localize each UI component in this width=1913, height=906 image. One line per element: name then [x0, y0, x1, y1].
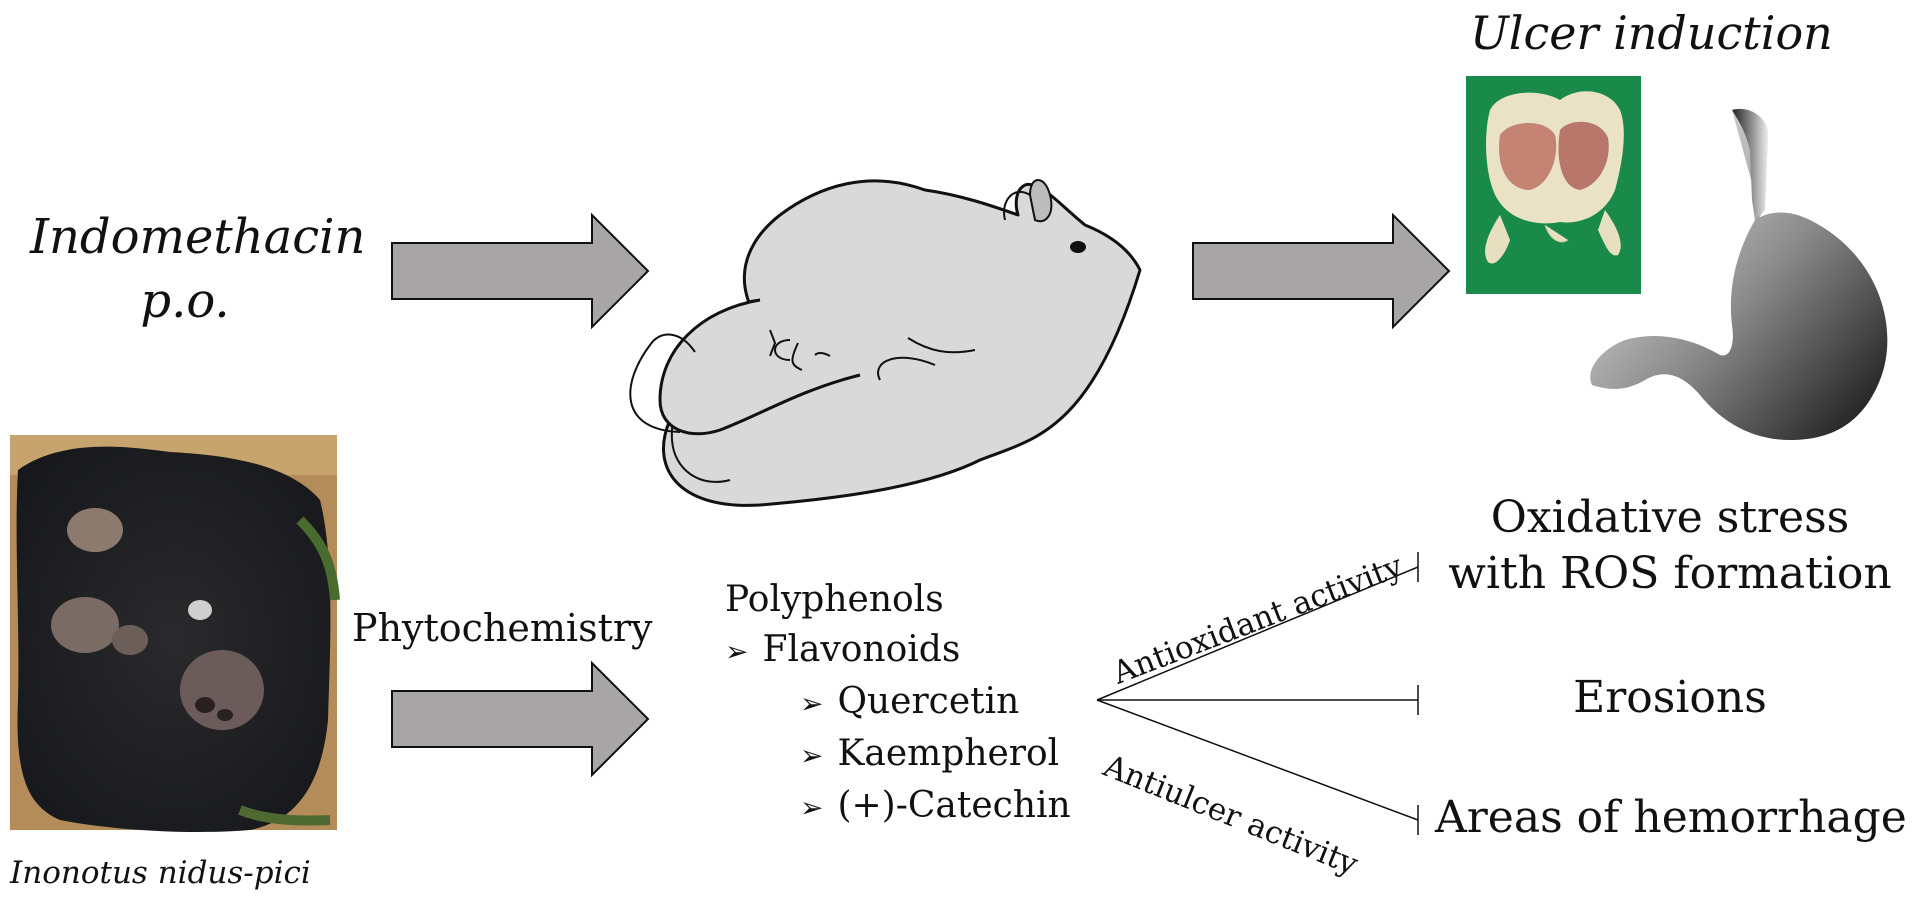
arrow-mouse-to-ulcer — [1192, 212, 1451, 330]
compound-subgroup-row: ➢ Flavonoids — [725, 625, 1071, 677]
compound-item: ➢(+)-Catechin — [800, 785, 1071, 826]
outcome-erosions: Erosions — [1573, 672, 1767, 723]
compound-group: Polyphenols — [725, 579, 944, 620]
drug-name: Indomethacin — [30, 209, 366, 265]
activity-branches — [1096, 552, 1419, 835]
arrow-bullet-icon: ➢ — [725, 635, 749, 668]
phytochemistry-label: Phytochemistry — [352, 606, 653, 650]
ulcer-photo — [1466, 76, 1641, 294]
arrow-drug-to-mouse — [391, 212, 650, 330]
outcome-hemorrhage: Areas of hemorrhage — [1435, 792, 1907, 843]
fungus-name: Inonotus nidus-pici — [10, 855, 311, 891]
arrow-bullet-icon: ➢ — [800, 739, 824, 772]
compound-list: Polyphenols ➢ Flavonoids ➢Quercetin ➢Kaem… — [725, 575, 1071, 833]
compound-item: ➢Quercetin — [800, 681, 1020, 722]
arrow-bullet-icon: ➢ — [800, 687, 824, 720]
drug-label: Indomethacin p.o. — [30, 205, 366, 333]
outcome-oxidative-stress: Oxidative stress with ROS formation — [1448, 492, 1892, 599]
arrow-fungus-to-compounds — [391, 660, 650, 778]
compound-item: ➢Kaempherol — [800, 733, 1060, 774]
compound-subgroup: Flavonoids — [762, 629, 961, 670]
ulcer-title: Ulcer induction — [1470, 6, 1833, 60]
stomach-illustration — [1590, 108, 1888, 440]
fungus-photo — [10, 435, 340, 832]
arrow-bullet-icon: ➢ — [800, 791, 824, 824]
mouse-illustration — [629, 179, 1142, 507]
drug-route: p.o. — [140, 273, 230, 329]
